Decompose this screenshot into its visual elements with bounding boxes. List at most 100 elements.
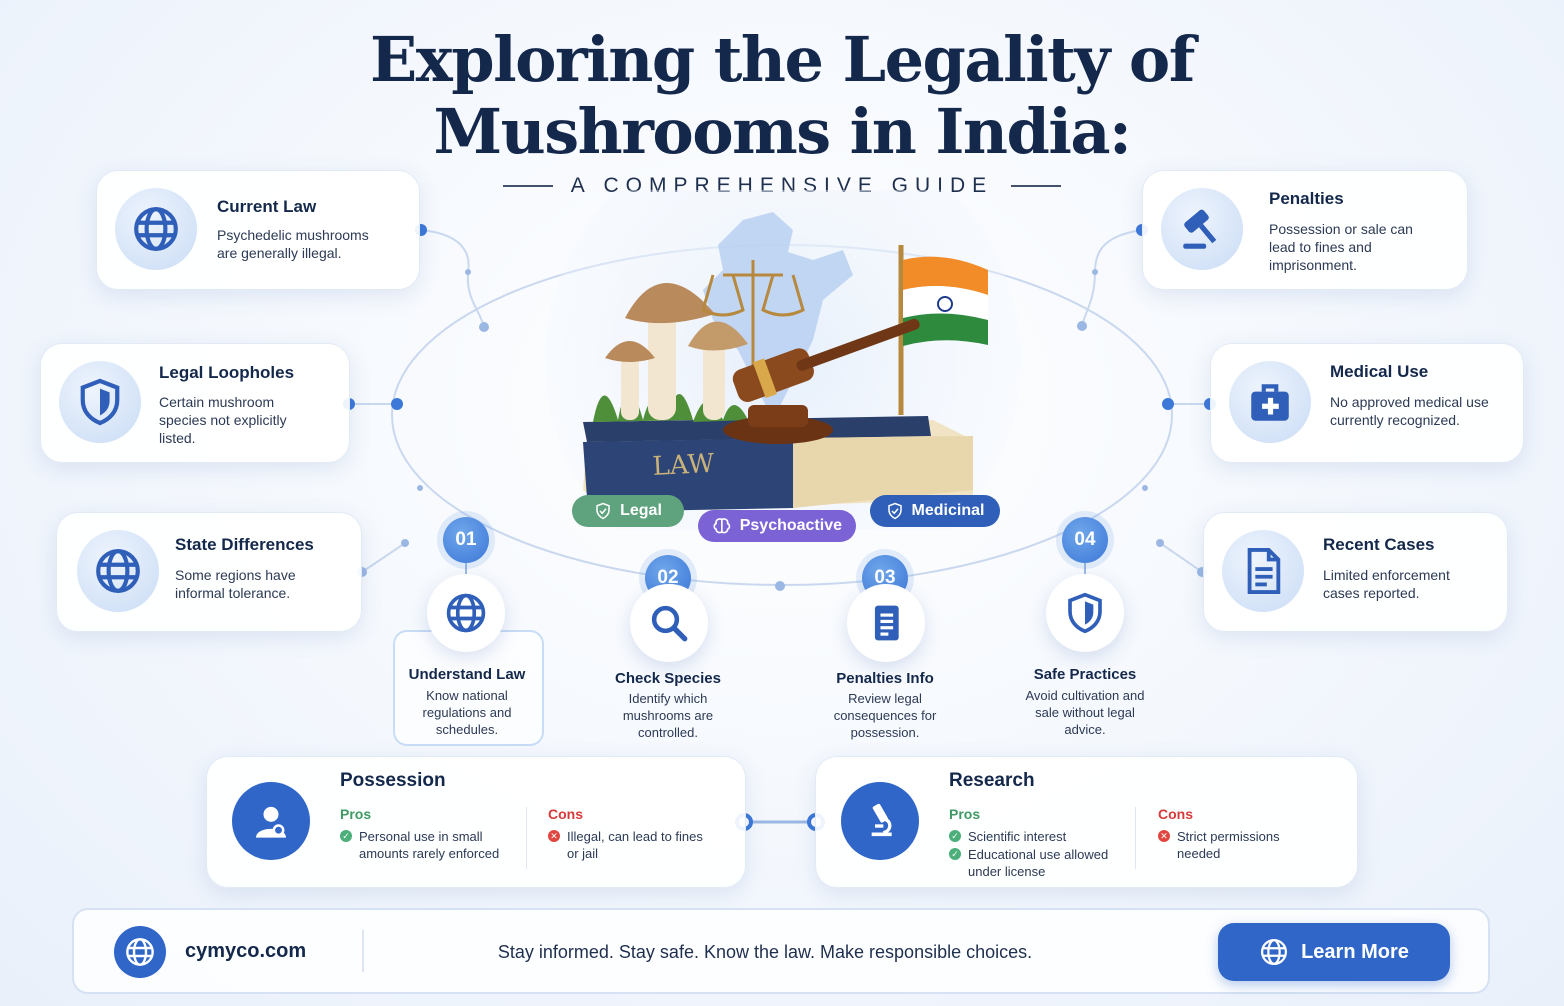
card-text: Limited enforcement cases reported. [1323,567,1450,601]
step-3-button[interactable] [847,584,925,662]
pros-item: ✓ Scientific interest [949,828,1143,845]
book-label: LAW [652,449,715,482]
card-title: Possession [340,770,446,791]
cons-label: Cons [548,806,583,822]
cons-item: ✕ Illegal, can lead to fines or jail [548,828,717,862]
footer-tagline: Stay informed. Stay safe. Know the law. … [497,942,1033,962]
shield-check-icon [596,502,610,520]
person-icon [256,806,286,838]
tag-psychoactive-label: Psychoactive [739,517,842,534]
globe-icon [126,938,154,966]
page-title-line1: Exploring the Legality of [370,23,1195,96]
shield-check-icon [887,502,902,520]
step-desc: Know national regulations and schedules. [422,688,512,737]
microscope-icon [871,803,892,837]
card-current-law[interactable]: Current Law Psychedelic mushrooms are ge… [96,170,420,290]
footer-divider [362,930,364,972]
card-title: State Differences [175,535,314,554]
check-icon: ✓ [949,848,961,860]
brain-icon [713,518,731,534]
card-text: Possession or sale can lead to fines and… [1269,221,1413,273]
x-icon: ✕ [548,830,560,842]
research-icon-wrap [841,782,919,860]
gavel-icon [1183,209,1217,249]
step-title: Safe Practices [1033,666,1137,683]
site-link[interactable]: cymyco.com [185,940,307,962]
document-icon [1247,548,1281,594]
tag-psychoactive[interactable]: Psychoactive [698,510,856,542]
cons-item-text: Illegal, can lead to fines or jail [567,829,703,861]
pros-item: ✓ Educational use allowed under license [949,846,1143,880]
card-possession[interactable]: Possession Pros ✓Personal use in small a… [206,756,746,888]
cons-label: Cons [1158,806,1193,822]
card-text: Certain mushroom species not explicitly … [159,394,287,446]
divider [526,807,527,869]
mushroom-icon [605,282,748,420]
check-icon: ✓ [949,830,961,842]
cons-item: ✕ Strict permissions needed [1158,828,1317,862]
avatar [232,782,310,860]
page-title-line2: Mushrooms in India: [433,95,1132,168]
step-number: 04 [1062,517,1108,563]
tag-medicinal-label: Medicinal [911,502,985,519]
card-research[interactable]: Research Pros ✓ Scientific interest ✓ Educ… [815,756,1358,888]
step-4-button[interactable] [1046,574,1124,652]
pros-item-text: Personal use in small amounts rarely enf… [359,829,500,861]
card-icon-wrap [1161,188,1243,270]
card-text: No approved medical use currently recogn… [1330,394,1489,428]
medical-kit-icon [1251,384,1289,421]
card-text: Some regions have informal tolerance. [175,567,296,601]
check-icon: ✓ [340,830,352,842]
subtitle-rule-right [1011,185,1062,188]
card-legal-loopholes[interactable]: Legal Loopholes Certain mushroom species… [40,343,350,463]
pros-item-text: Educational use allowed under license [968,847,1109,879]
card-penalties[interactable]: Penalties Possession or sale can lead to… [1142,170,1468,290]
step-2-button[interactable] [630,584,708,662]
step-desc: Identify which mushrooms are controlled. [622,691,714,740]
cons-item-text: Strict permissions needed [1177,829,1280,861]
card-icon-wrap [115,188,197,270]
card-title: Current Law [217,197,317,216]
tag-legal-label: Legal [620,502,662,519]
scales-of-justice-icon [701,260,805,365]
card-title: Legal Loopholes [159,363,295,382]
card-medical-use[interactable]: Medical Use No approved medical use curr… [1210,343,1524,463]
card-icon-wrap [1229,361,1311,443]
gavel-icon [723,318,920,444]
pros-item-text: Scientific interest [968,829,1067,844]
globe-icon [134,207,178,251]
card-title: Penalties [1269,189,1344,208]
tag-legal[interactable]: Legal [572,495,684,527]
card-icon-wrap [59,361,141,443]
shield-icon [80,378,120,426]
step-number: 01 [443,517,489,563]
tag-medicinal[interactable]: Medicinal [870,495,1000,527]
step-1-button[interactable] [427,574,505,652]
card-icon-wrap [1222,530,1304,612]
step-desc: Review legal consequences for possession… [833,691,937,740]
learn-more-label: Learn More [1301,940,1409,963]
subtitle-rule-left [502,185,553,188]
document-icon [874,605,899,641]
learn-more-button[interactable]: Learn More [1218,923,1450,981]
card-title: Research [949,770,1035,791]
pros-label: Pros [949,806,981,822]
pros-item: ✓ Personal use in small amounts rarely en… [340,828,529,862]
card-state-differences[interactable]: State Differences Some regions have info… [56,512,362,632]
step-title: Check Species [615,670,721,687]
card-title: Medical Use [1330,362,1429,381]
card-recent-cases[interactable]: Recent Cases Limited enforcement cases r… [1203,512,1508,632]
hero-illustration: LAW [545,190,1021,530]
card-title: Recent Cases [1323,535,1435,554]
law-book-icon: LAW [583,416,973,512]
divider [1135,807,1136,869]
globe-icon [96,549,140,593]
globe-icon [446,593,486,633]
search-icon [651,605,688,642]
step-title: Understand Law [408,666,526,683]
step-title: Penalties Info [836,670,934,687]
x-icon: ✕ [1158,830,1170,842]
footer-logo[interactable] [114,926,166,978]
globe-icon [1261,939,1288,965]
india-flag-icon [898,245,988,415]
